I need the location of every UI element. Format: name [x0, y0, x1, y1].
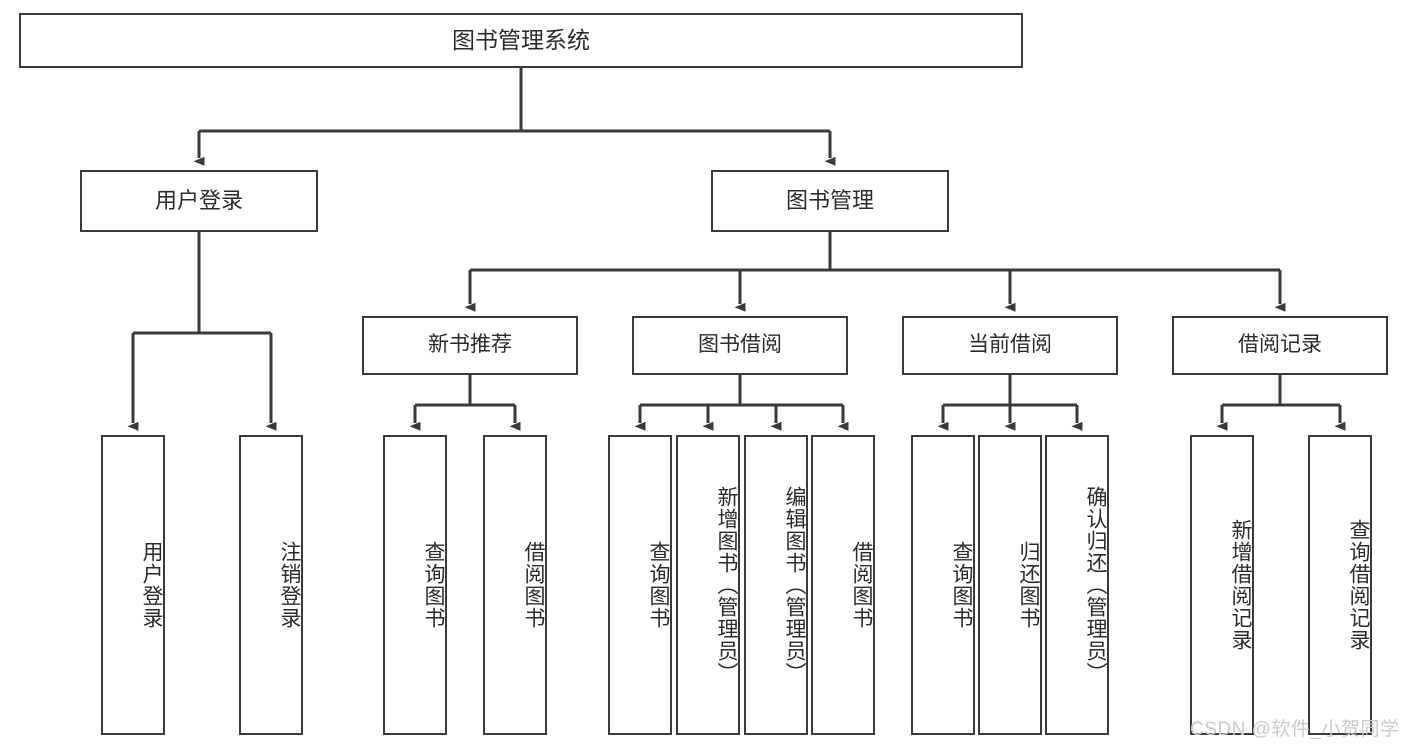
- node-label: 查询借阅记录: [1347, 519, 1370, 651]
- leaf-new-book-query[interactable]: 查询图书: [383, 435, 447, 735]
- leaf-book-borrow-edit[interactable]: 编辑图书（管理员）: [744, 435, 808, 735]
- node-user-login[interactable]: 用户登录: [80, 170, 318, 232]
- leaf-current-borrow-return[interactable]: 归还图书: [978, 435, 1042, 735]
- node-root-system[interactable]: 图书管理系统: [19, 13, 1023, 68]
- leaf-current-borrow-query[interactable]: 查询图书: [911, 435, 975, 735]
- node-label: 图书借阅: [698, 333, 782, 357]
- leaf-book-borrow-query[interactable]: 查询图书: [608, 435, 672, 735]
- leaf-current-borrow-confirm-return[interactable]: 确认归还（管理员）: [1045, 435, 1109, 735]
- node-borrow-record[interactable]: 借阅记录: [1172, 316, 1388, 375]
- node-label: 借阅图书: [850, 541, 873, 629]
- node-label: 新增借阅记录: [1229, 519, 1252, 651]
- node-label: 借阅图书: [522, 541, 545, 629]
- leaf-book-borrow-lend[interactable]: 借阅图书: [811, 435, 875, 735]
- node-label: 查询图书: [422, 541, 445, 629]
- node-book-borrow[interactable]: 图书借阅: [632, 316, 848, 375]
- node-book-management[interactable]: 图书管理: [711, 170, 949, 232]
- leaf-user-login-signout[interactable]: 注销登录: [239, 435, 303, 735]
- node-label: 编辑图书（管理员）: [783, 486, 806, 684]
- node-label: 用户登录: [140, 541, 163, 629]
- node-current-borrow[interactable]: 当前借阅: [902, 316, 1118, 375]
- node-label: 当前借阅: [968, 333, 1052, 357]
- leaf-user-login-signin[interactable]: 用户登录: [101, 435, 165, 735]
- leaf-borrow-record-add[interactable]: 新增借阅记录: [1190, 435, 1254, 735]
- node-label: 图书管理: [785, 188, 874, 214]
- node-label: 用户登录: [154, 188, 243, 214]
- leaf-borrow-record-query[interactable]: 查询借阅记录: [1308, 435, 1372, 735]
- leaf-new-book-borrow[interactable]: 借阅图书: [483, 435, 547, 735]
- node-label: 查询图书: [950, 541, 973, 629]
- node-label: 归还图书: [1017, 541, 1040, 629]
- node-label: 注销登录: [278, 541, 301, 629]
- leaf-book-borrow-add[interactable]: 新增图书（管理员）: [676, 435, 740, 735]
- node-label: 借阅记录: [1238, 333, 1322, 357]
- watermark: CSDN @软件_小贺同学: [1190, 719, 1400, 740]
- node-label: 查询图书: [647, 541, 670, 629]
- node-new-book-recommend[interactable]: 新书推荐: [362, 316, 578, 375]
- node-label: 新书推荐: [428, 333, 512, 357]
- node-label: 图书管理系统: [452, 27, 590, 54]
- node-label: 确认归还（管理员）: [1084, 486, 1107, 684]
- node-label: 新增图书（管理员）: [715, 486, 738, 684]
